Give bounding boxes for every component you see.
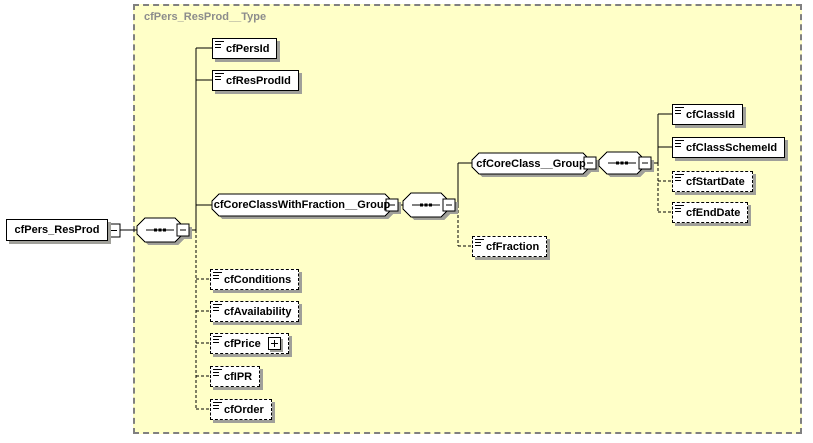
element-cfClassId[interactable]: cfClassId	[672, 104, 743, 125]
element-content-icon	[213, 402, 222, 411]
element-label: cfPers_ResProd	[14, 224, 100, 236]
element-cfFraction[interactable]: cfFraction	[472, 236, 548, 257]
collapse-toggle-root-element[interactable]	[106, 223, 121, 238]
group-label-cfCoreClassWithFraction[interactable]: cfCoreClassWithFraction__Group	[212, 194, 392, 216]
sequence-compositor-coreclass[interactable]	[598, 151, 646, 175]
group-label-text: cfCoreClass__Group	[476, 157, 586, 170]
element-label: cfEndDate	[686, 206, 741, 219]
element-content-icon	[675, 107, 684, 116]
group-cfCoreClassWithFraction[interactable]	[211, 193, 393, 217]
collapse-toggle-coreclass-sequence[interactable]	[638, 156, 652, 170]
element-cfPers_ResProd[interactable]: cfPers_ResProd	[6, 219, 108, 241]
sequence-compositor-root[interactable]	[136, 217, 184, 243]
element-cfEndDate[interactable]: cfEndDate	[672, 202, 749, 223]
element-label: cfConditions	[224, 273, 292, 286]
element-label: cfStartDate	[686, 175, 745, 188]
element-content-icon	[675, 140, 684, 149]
collapse-toggle-root-sequence[interactable]	[176, 223, 190, 237]
element-content-icon	[213, 304, 222, 313]
element-content-icon	[675, 205, 684, 214]
expand-toggle-cfPrice[interactable]	[267, 337, 281, 350]
element-label: cfResProdId	[226, 74, 291, 87]
element-cfPersId[interactable]: cfPersId	[212, 38, 278, 59]
element-cfResProdId[interactable]: cfResProdId	[212, 70, 299, 91]
group-cfCoreClass[interactable]	[471, 152, 591, 175]
sequence-compositor-withfraction[interactable]	[402, 192, 450, 218]
element-cfClassSchemeId[interactable]: cfClassSchemeId	[672, 137, 786, 158]
element-content-icon	[475, 239, 484, 248]
element-cfPrice[interactable]: cfPrice	[210, 333, 289, 354]
element-content-icon	[215, 41, 224, 50]
group-label-text: cfCoreClassWithFraction__Group	[213, 199, 391, 211]
element-label: cfClassSchemeId	[686, 141, 778, 154]
element-cfIPR[interactable]: cfIPR	[210, 366, 261, 387]
collapse-toggle-withfraction-sequence[interactable]	[442, 198, 456, 212]
element-label: cfFraction	[486, 240, 540, 253]
element-label: cfOrder	[224, 403, 264, 416]
element-label: cfClassId	[686, 108, 735, 121]
element-cfAvailability[interactable]: cfAvailability	[210, 301, 300, 322]
element-label: cfIPR	[224, 370, 253, 383]
element-label: cfAvailability	[224, 305, 292, 318]
element-content-icon	[213, 369, 222, 378]
element-label: cfPrice	[224, 337, 261, 350]
element-content-icon	[215, 73, 224, 82]
element-cfStartDate[interactable]: cfStartDate	[672, 171, 753, 192]
element-content-icon	[213, 336, 222, 345]
element-cfConditions[interactable]: cfConditions	[210, 269, 300, 290]
complex-type-label: cfPers_ResProd__Type	[144, 11, 267, 23]
collapse-toggle-coreclass-group[interactable]	[583, 156, 597, 170]
element-cfOrder[interactable]: cfOrder	[210, 399, 272, 420]
collapse-toggle-withfraction-group[interactable]	[385, 198, 399, 212]
element-content-icon	[213, 272, 222, 281]
element-content-icon	[675, 174, 684, 183]
group-label-cfCoreClass[interactable]: cfCoreClass__Group	[472, 153, 590, 174]
element-label: cfPersId	[226, 42, 270, 55]
